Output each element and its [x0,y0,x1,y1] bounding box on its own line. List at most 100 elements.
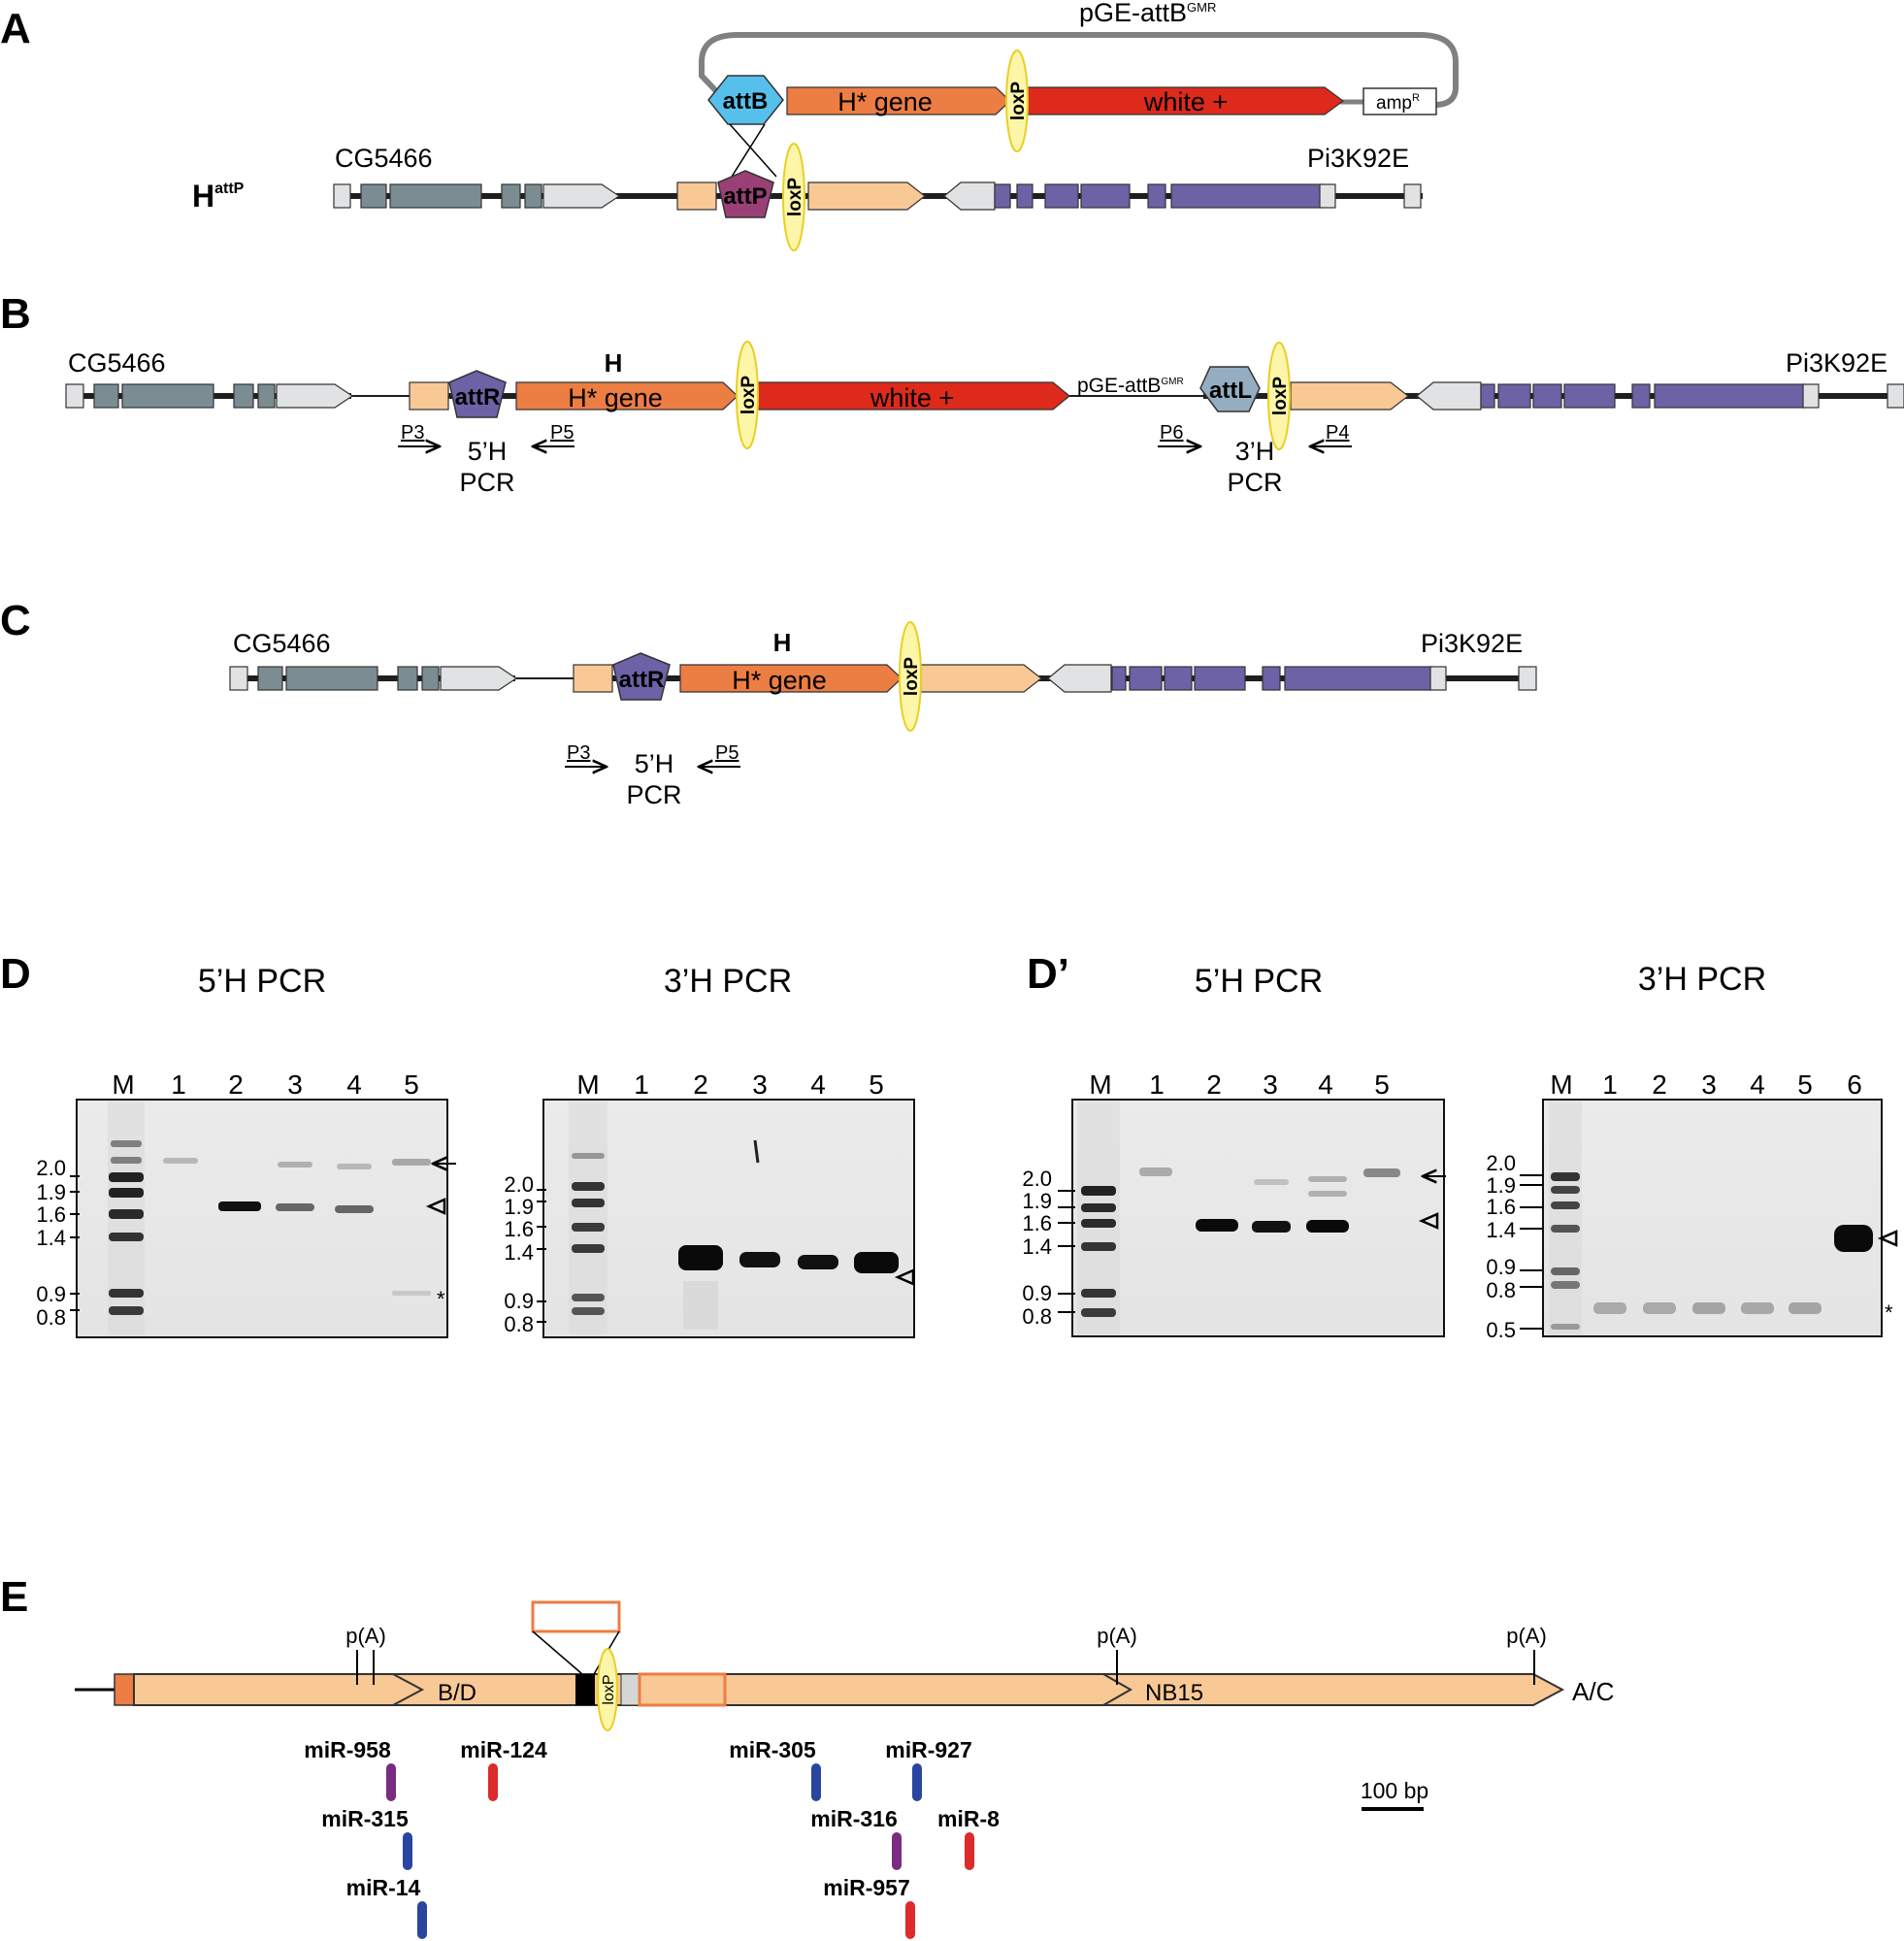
gel-1-lane-m: M [112,1069,134,1100]
gel-4-lane-m: M [1550,1069,1572,1100]
panel-a: A pGE-attBGMR attB H* gene white + loxP … [0,0,1459,251]
loxp-e: loxP [597,1648,618,1731]
gel-4-lane-2: 2 [1652,1069,1667,1100]
hgene-label: H* gene [837,87,933,116]
gel-1-ladder-2.0: 2.0 [36,1156,66,1180]
loxp-b1: loxP [736,341,759,449]
gel-1-ladder-1.9: 1.9 [36,1180,66,1204]
gel-3-ladder-1.4: 1.4 [1022,1234,1052,1259]
gel-1-ladder-1.4: 1.4 [36,1226,66,1250]
primer-p5-b: P5 [550,422,574,444]
mir-305-mark [811,1763,821,1801]
pa-label-3: p(A) [1506,1624,1547,1648]
gel-3-ladder-1.6: 1.6 [1022,1211,1052,1235]
bd-label: B/D [438,1680,476,1706]
pi3k-label-a: Pi3K92E [1307,144,1409,173]
hgene-arrow-c [679,664,903,693]
gel-2-ladder-0.8: 0.8 [504,1312,534,1336]
primer-p3-c: P3 [567,742,590,764]
primer-p6-b: P6 [1160,422,1183,444]
attb-element [707,75,784,125]
plasmid-label: pGE-attBGMR [1079,0,1216,27]
gel-1-lane-1: 1 [171,1069,186,1100]
mir-8-mark [965,1832,974,1870]
loxp-b2: loxP [1267,342,1291,450]
gel-4-ladder-2.0: 2.0 [1486,1151,1516,1175]
amp-label: ampR [1376,92,1420,114]
svg-text:loxP: loxP [601,1674,617,1704]
mir-958-label: miR-958 [304,1737,391,1762]
panel-label-a: A [0,5,31,52]
gel-2-ladder-1.6: 1.6 [504,1217,534,1241]
loxp-a2: loxP [782,143,805,251]
gel-4-lane-4: 4 [1750,1069,1765,1100]
gel-1-star: * [437,1287,445,1311]
gel-2-lane-2: 2 [693,1069,708,1100]
gel-4: 3’H PCR M 1 2 3 4 5 6 2.0 1.9 1.6 [1486,961,1898,1342]
gel-2-ladder-2.0: 2.0 [504,1172,534,1197]
h-label-b: H [605,348,623,378]
mir-958-mark [386,1763,396,1801]
gel-2-lane-m: M [576,1069,599,1100]
gel-2-ladder-0.9: 0.9 [504,1289,534,1313]
gel-2-lane-1: 1 [634,1069,649,1100]
hgene-arrow-b [515,381,739,411]
svg-text:loxP: loxP [1008,82,1029,120]
transcript-body [133,1673,1565,1706]
pcr3-label-b2: PCR [1227,468,1282,497]
primer-p5-c: P5 [715,742,739,764]
gel-3-lane-1: 1 [1149,1069,1165,1100]
gel-1-ladder-0.8: 0.8 [36,1305,66,1330]
h-label-c: H [773,628,792,657]
panel-label-b: B [0,290,31,338]
cg5466-label-c: CG5466 [233,629,331,658]
mir-315-label: miR-315 [321,1806,409,1831]
mir-957-mark [905,1901,915,1939]
panel-e: E loxP p(A) p(A) p(A) B/D NB15 A/C miR-9… [0,1573,1614,1939]
gel-2-lane-4: 4 [810,1069,826,1100]
gel-3-lane-2: 2 [1206,1069,1222,1100]
primer-p3-b: P3 [401,422,424,444]
gel-3-ladder-1.9: 1.9 [1022,1189,1052,1213]
attb-label: attB [723,88,769,115]
gel-4-lane-6: 6 [1847,1069,1862,1100]
gel-3-title: 5’H PCR [1195,963,1323,1000]
white-label: white + [1143,87,1228,116]
gel-4-lane-3: 3 [1701,1069,1717,1100]
panel-label-dprime: D’ [1027,950,1069,998]
attr-label-c: attR [619,667,665,693]
gel-4-ladder-1.4: 1.4 [1486,1218,1516,1242]
hgene-label-b: H* gene [568,383,663,412]
mir-8-label: miR-8 [937,1806,1000,1831]
gel-4-lane-1: 1 [1602,1069,1618,1100]
panel-label-c: C [0,597,31,644]
panel-c: C CG5466 Pi3K92E H attR H* gene loxP P3 [0,597,1537,809]
gel-1: 5’H PCR M 1 2 3 4 5 [36,963,456,1338]
svg-text:loxP: loxP [739,376,759,414]
gel-1-ladder-0.9: 0.9 [36,1282,66,1306]
pcr5-label-b2: PCR [459,468,514,497]
attr-label-b: attR [455,384,501,411]
primer-p4-b: P4 [1326,422,1349,444]
mir-315-mark [403,1832,412,1870]
mir-316-label: miR-316 [810,1806,897,1831]
panel-b: B CG5466 Pi3K92E H attR H* gene white + … [0,290,1904,497]
mir-14-mark [417,1901,427,1939]
pcr5-label-c2: PCR [626,780,681,809]
loxp-a1: loxP [1005,49,1029,152]
pa-label-1: p(A) [345,1624,386,1648]
attr-element-b [448,370,507,418]
mir-927-label: miR-927 [885,1737,971,1762]
gel-2-lane-3: 3 [752,1069,768,1100]
mir-14-label: miR-14 [346,1875,421,1900]
gel-3-lane-5: 5 [1374,1069,1390,1100]
nb15-label: NB15 [1145,1680,1203,1706]
scale-bar-label: 100 bp [1361,1778,1428,1803]
gel-4-title: 3’H PCR [1638,961,1766,998]
attr-element-c [612,652,671,701]
attp-label: attP [723,183,767,210]
pi3k-label-c: Pi3K92E [1421,629,1523,658]
attp-element [717,170,774,218]
gel-4-ladder-1.9: 1.9 [1486,1173,1516,1198]
